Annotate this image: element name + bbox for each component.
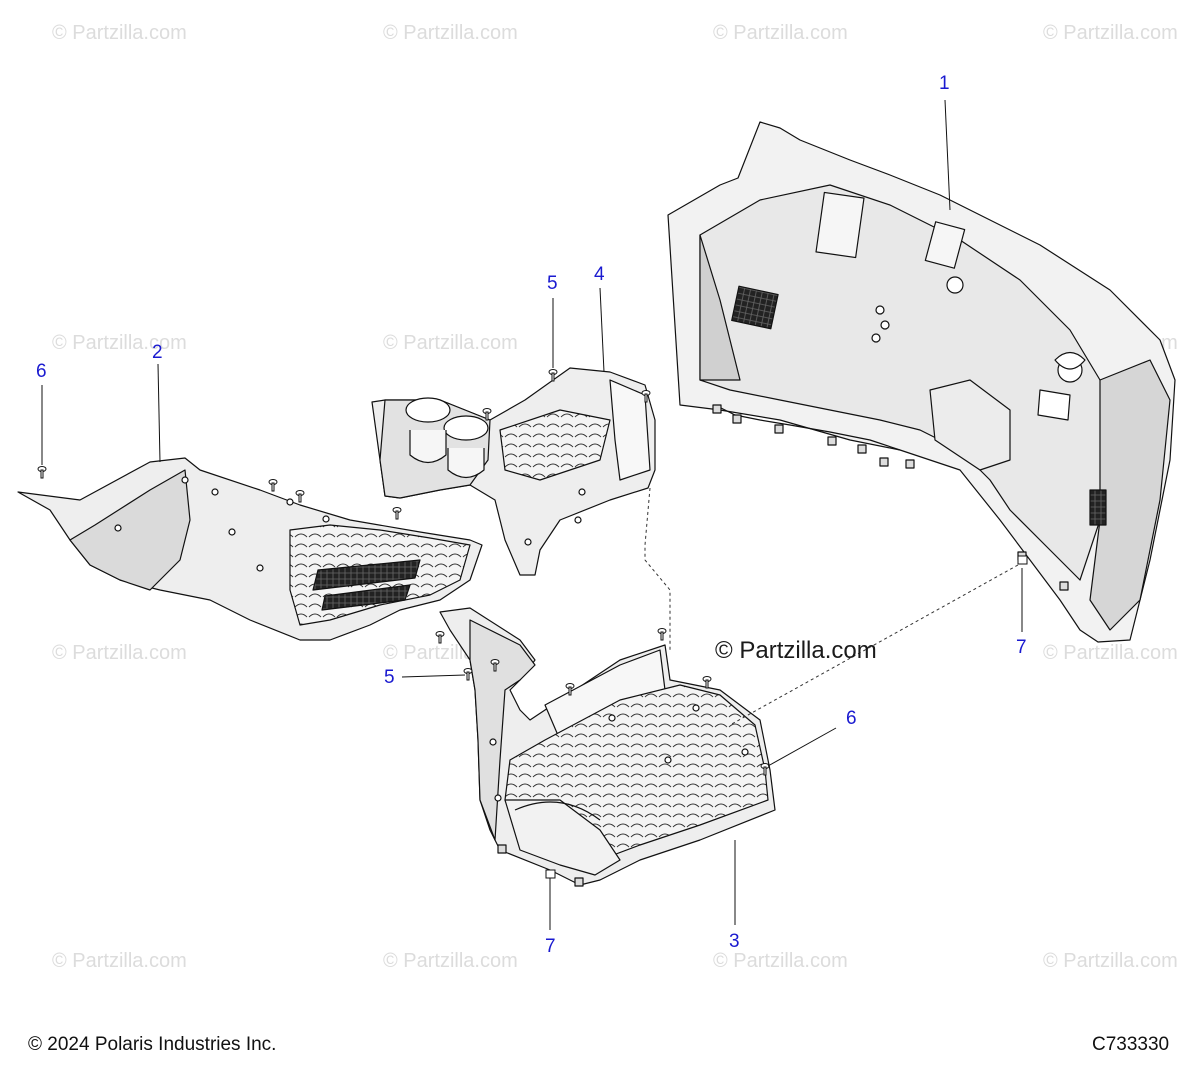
callout-4: 4 — [594, 264, 605, 285]
u-nut-icon — [1017, 555, 1028, 565]
diagram-code: C733330 — [1092, 1034, 1170, 1055]
screw-icon — [435, 631, 445, 644]
callout-2: 2 — [152, 342, 163, 363]
screw-icon — [702, 676, 712, 689]
rear-firewall-panel-icon — [667, 121, 1176, 643]
watermark: © Partzilla.com — [1043, 642, 1178, 664]
watermark: © Partzilla.com — [383, 332, 518, 354]
u-nut-icon — [545, 869, 556, 879]
screw-icon — [657, 628, 667, 641]
callout-6: 6 — [846, 708, 857, 729]
watermark: © Partzilla.com — [52, 950, 187, 972]
center-console-icon — [371, 367, 656, 576]
screw-icon — [392, 507, 402, 520]
watermark: © Partzilla.com — [383, 22, 518, 44]
copyright-text: © 2024 Polaris Industries Inc. — [28, 1034, 277, 1055]
fastener-icons — [37, 369, 1028, 879]
watermark: © Partzilla.com — [52, 22, 187, 44]
push-rivet-icon — [548, 369, 558, 382]
callout-7: 7 — [545, 936, 556, 957]
alignment-dashed-lines — [644, 487, 1019, 726]
watermark: © Partzilla.com — [1043, 950, 1178, 972]
screw-icon — [482, 408, 492, 421]
watermark: © Partzilla.com — [713, 22, 848, 44]
watermark: © Partzilla.com — [383, 950, 518, 972]
screw-icon — [295, 490, 305, 503]
watermark: © Partzilla.com — [1043, 22, 1178, 44]
left-floor-panel-icon — [17, 457, 483, 641]
watermark: © Partzilla.com — [713, 950, 848, 972]
screw-icon — [268, 479, 278, 492]
callout-1: 1 — [939, 73, 950, 94]
leader-lines — [41, 99, 1023, 930]
callout-5: 5 — [547, 273, 558, 294]
callout-6: 6 — [36, 361, 47, 382]
callout-3: 3 — [729, 931, 740, 952]
screw-icon — [490, 659, 500, 672]
screw-icon — [565, 683, 575, 696]
center-watermark: © Partzilla.com — [715, 637, 877, 664]
watermark: © Partzilla.com — [52, 642, 187, 664]
watermark: © Partzilla.com — [52, 332, 187, 354]
push-rivet-icon — [463, 668, 473, 681]
callout-5: 5 — [384, 667, 395, 688]
callout-7: 7 — [1016, 637, 1027, 658]
screw-icon — [641, 390, 651, 403]
screw-icon — [37, 466, 47, 479]
screw-icon — [760, 763, 770, 776]
right-floor-panel-icon — [439, 607, 776, 887]
